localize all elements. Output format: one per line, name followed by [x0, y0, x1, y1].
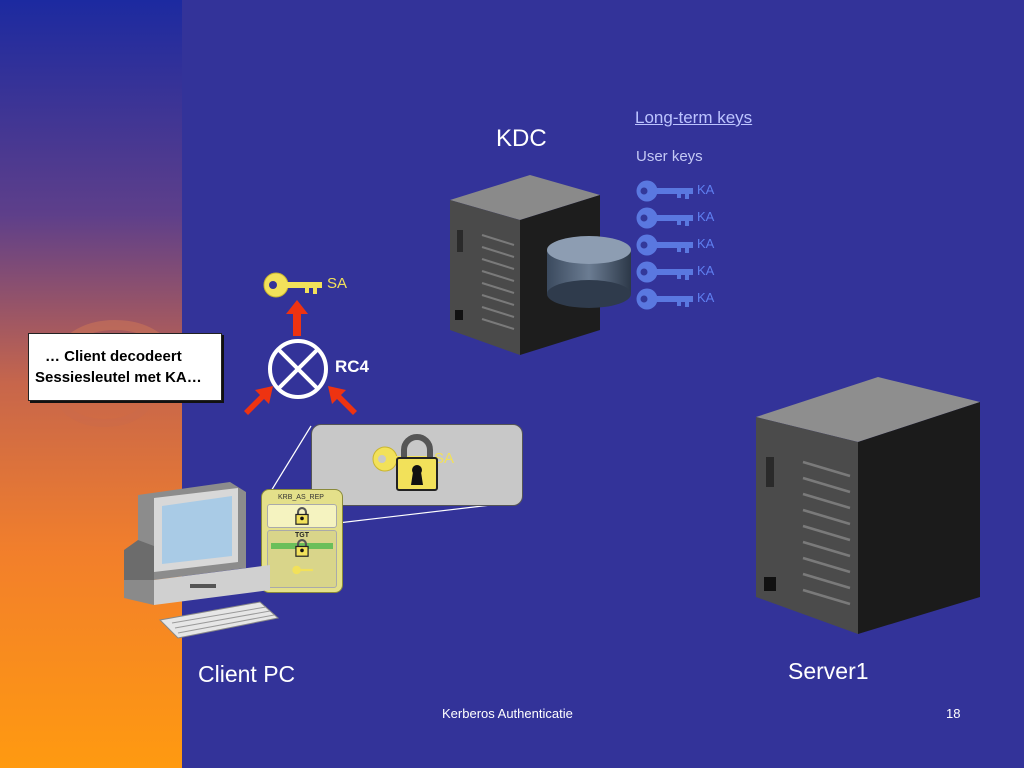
user-keys-list: KA KA KA KA KA — [635, 179, 745, 314]
callout-box: … Client decodeert Sessiesleutel met KA… — [28, 333, 222, 401]
encrypted-key-slot — [267, 504, 337, 528]
xor-operator-icon — [268, 339, 328, 399]
message-title: KRB_AS_REP — [278, 494, 324, 501]
footer-title: Kerberos Authenticatie — [442, 706, 573, 721]
arrow-up-icon — [286, 300, 308, 336]
small-key-icon — [292, 565, 313, 575]
long-term-keys-heading: Long-term keys — [635, 108, 753, 127]
callout-line-2: Sessiesleutel met KA… — [35, 369, 202, 386]
user-key-label: KA — [697, 236, 715, 251]
server1-label: Server1 — [788, 658, 869, 684]
user-keys-label: User keys — [636, 148, 703, 165]
callout-line-1: … Client decodeert — [45, 348, 182, 365]
blue-key-icon — [636, 261, 693, 283]
blue-key-icon — [636, 288, 693, 310]
yellow-key-icon — [263, 272, 322, 298]
blue-key-icon — [636, 234, 693, 256]
user-key-row: KA — [635, 206, 745, 230]
blue-key-icon — [636, 207, 693, 229]
user-key-row: KA — [635, 287, 745, 311]
blue-key-icon — [636, 180, 693, 202]
tgt-slot: TGT — [267, 530, 337, 588]
cipher-label: RC4 — [335, 357, 370, 376]
database-icon — [547, 236, 631, 308]
client-pc-icon — [124, 482, 280, 639]
page-number: 18 — [946, 706, 961, 721]
user-key-row: KA — [635, 179, 745, 203]
tgt-label: TGT — [295, 532, 309, 539]
session-key-label: SA — [327, 275, 348, 292]
user-key-label: KA — [697, 290, 715, 305]
krb-as-rep-message: KRB_AS_REP TGT — [261, 489, 343, 593]
arrow-up-right-icon — [244, 386, 273, 415]
arrow-up-left-icon — [328, 386, 357, 415]
server1-icon — [756, 377, 980, 634]
kdc-label: KDC — [496, 125, 547, 152]
user-key-row: KA — [635, 260, 745, 284]
user-key-label: KA — [697, 263, 715, 278]
padlock-icon — [295, 539, 309, 557]
encrypted-key-label: SA — [434, 450, 455, 467]
user-key-label: KA — [697, 182, 715, 197]
padlock-icon — [295, 507, 309, 525]
user-key-label: KA — [697, 209, 715, 224]
user-key-row: KA — [635, 233, 745, 257]
padlock-icon — [396, 434, 438, 491]
client-pc-label: Client PC — [198, 661, 296, 687]
encrypted-session-key-zoom: SA — [311, 424, 523, 506]
